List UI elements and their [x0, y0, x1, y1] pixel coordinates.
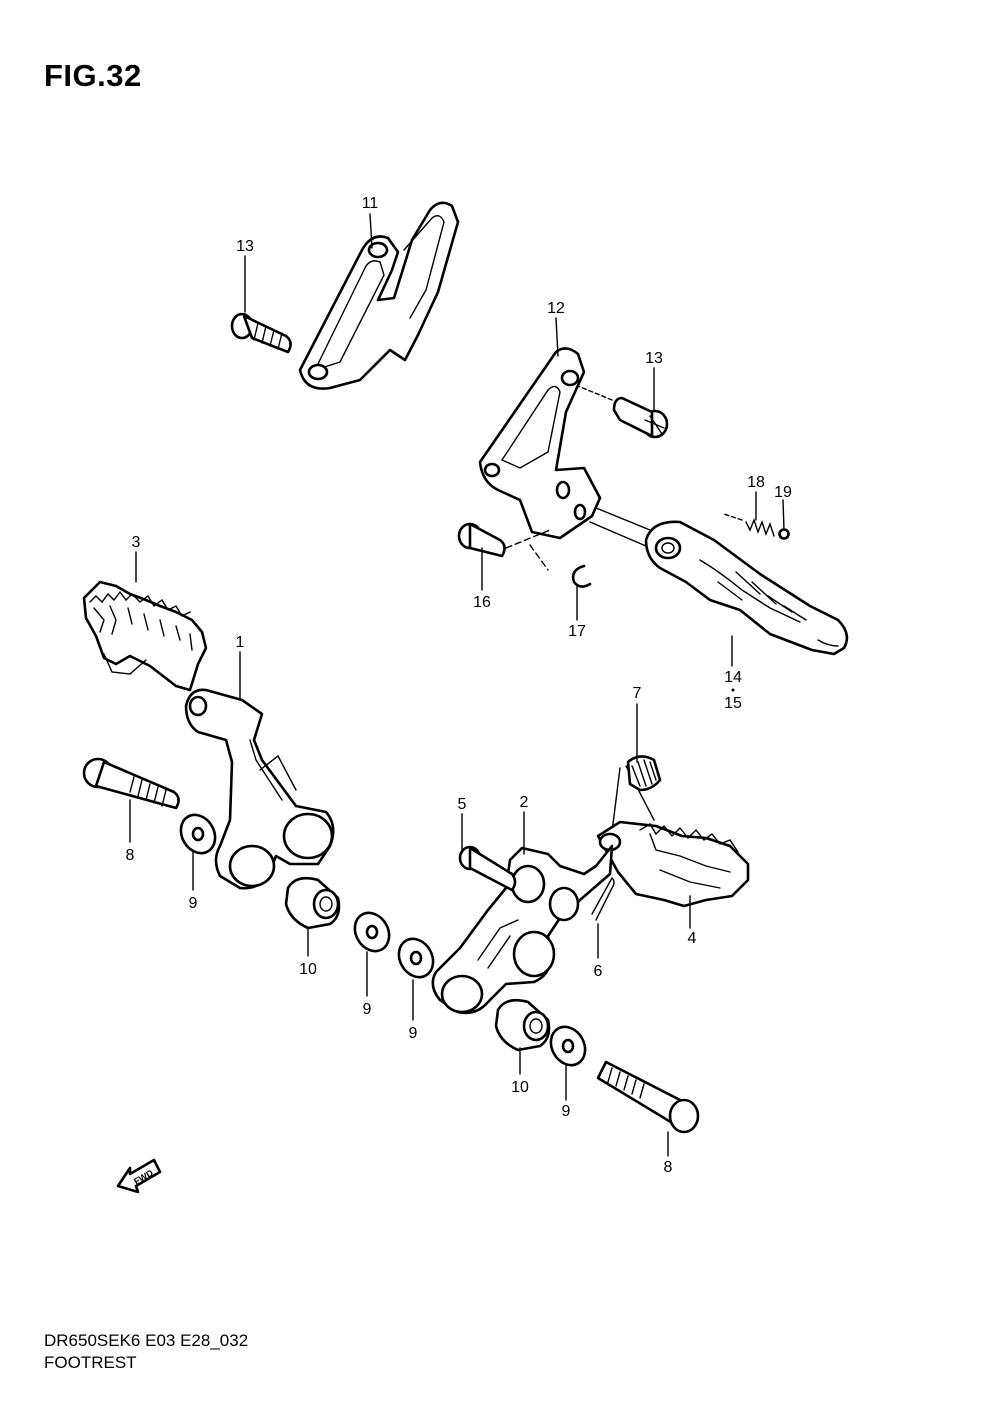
- model-code: DR650SEK6 E03 E28_032: [44, 1331, 249, 1350]
- callout-5: 5: [458, 796, 467, 813]
- part-9-washer-left: [179, 813, 217, 855]
- callout-17: 17: [568, 623, 586, 640]
- part-13-bolt-left: [230, 312, 292, 354]
- callout-12: 12: [547, 300, 565, 317]
- fwd-arrow-icon: FWD: [116, 1158, 162, 1194]
- part-19-ball: [778, 528, 790, 540]
- part-3-front-footrest-left: [82, 580, 208, 692]
- callout-1: 1: [236, 634, 245, 651]
- leader-lines: [129, 213, 785, 1157]
- part-7-spring: [611, 755, 662, 833]
- callout-7: 7: [633, 685, 642, 702]
- part-8-bolt-right: [596, 1060, 700, 1134]
- diagram-footer: DR650SEK6 E03 E28_032 FOOTREST: [44, 1330, 248, 1374]
- part-4-front-footrest-right: [596, 820, 750, 908]
- callout-2: 2: [520, 794, 529, 811]
- callout-4: 4: [688, 930, 697, 947]
- callout-9-right-a: 9: [409, 1025, 418, 1042]
- callout-15: 15: [724, 695, 742, 712]
- callout-16: 16: [473, 594, 491, 611]
- part-8-bolt-left: [82, 757, 180, 810]
- callout-8-right: 8: [664, 1159, 673, 1176]
- part-9-washer-mid: [353, 911, 391, 953]
- callout-6: 6: [594, 963, 603, 980]
- callout-9-mid: 9: [363, 1001, 372, 1018]
- callout-labels: 11 13 12 13 18 19 16 17 14 15 3 1 7 5 2 …: [126, 195, 792, 1176]
- section-name: FOOTREST: [44, 1353, 137, 1372]
- part-14-rear-footrest: [589, 507, 849, 656]
- part-18-spring: [723, 513, 775, 537]
- callout-10-left: 10: [299, 961, 317, 978]
- part-17-clip: [571, 564, 592, 588]
- part-16-pin: [457, 522, 551, 571]
- callout-8-left: 8: [126, 847, 135, 864]
- part-10-bush-left: [284, 876, 341, 930]
- part-6-cotter-pin: [591, 876, 615, 921]
- callout-13-left: 13: [236, 238, 254, 255]
- part-11-guard-plate: [298, 201, 460, 390]
- part-12-rear-bracket: [478, 347, 602, 540]
- callout-13-right: 13: [645, 350, 663, 367]
- callout-11: 11: [362, 195, 379, 212]
- figure-title: FIG.32: [44, 58, 142, 93]
- part-13-bolt-right: [577, 385, 669, 439]
- callout-9-right-b: 9: [562, 1103, 571, 1120]
- callout-10-right: 10: [511, 1079, 529, 1096]
- callout-19: 19: [774, 484, 792, 501]
- part-9-washer-right-a: [397, 937, 435, 979]
- callout-9-left: 9: [189, 895, 198, 912]
- part-9-washer-right-b: [549, 1025, 587, 1067]
- part-10-bush-right: [494, 998, 551, 1052]
- callout-18: 18: [747, 474, 765, 491]
- part-2-front-bracket-right: [431, 844, 614, 1015]
- callout-14: 14: [724, 669, 742, 686]
- part-1-front-bracket-left: [184, 688, 335, 890]
- callout-3: 3: [132, 534, 141, 551]
